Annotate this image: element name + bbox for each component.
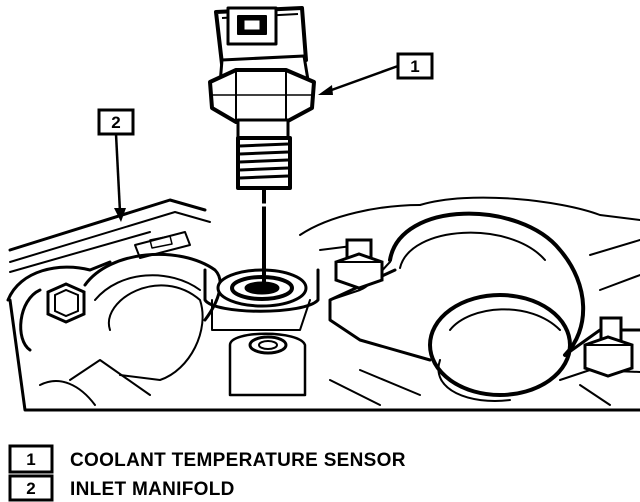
coolant-temperature-sensor — [208, 6, 316, 190]
callout-1-box — [396, 52, 434, 80]
legend-item-2: 2 INLET MANIFOLD — [8, 474, 235, 502]
housing-bolt — [334, 238, 384, 290]
callout-2-arrowhead — [114, 208, 126, 222]
sensor-port — [216, 268, 308, 308]
legend-item-1-number: 1 — [26, 450, 35, 469]
right-bolt — [583, 316, 634, 378]
legend-item-1: 1 COOLANT TEMPERATURE SENSOR — [8, 444, 406, 474]
left-bolt — [46, 282, 86, 324]
legend-item-2-label: INLET MANIFOLD — [70, 479, 235, 500]
callout-1-arrowhead — [318, 85, 333, 95]
legend-item-2-box — [8, 474, 54, 502]
legend-item-1-label: COOLANT TEMPERATURE SENSOR — [70, 450, 406, 471]
legend-item-2-number: 2 — [26, 479, 35, 498]
callout-2-leader — [114, 133, 122, 213]
legend: 1 COOLANT TEMPERATURE SENSOR 2 INLET MAN… — [8, 444, 406, 502]
callout-1: 1 — [318, 52, 434, 95]
callout-1-leader — [325, 64, 399, 94]
callout-2-number: 2 — [111, 113, 120, 132]
callout-2: 2 — [97, 108, 135, 222]
legend-item-1-box — [8, 444, 54, 474]
inlet-manifold — [6, 196, 640, 412]
callout-1-number: 1 — [410, 57, 419, 76]
